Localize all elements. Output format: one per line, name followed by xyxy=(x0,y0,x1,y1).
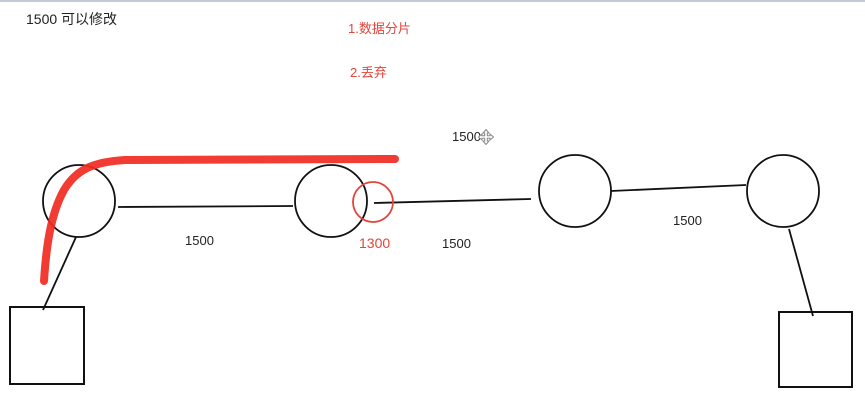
link-2-reduced-mtu-label: 1300 xyxy=(359,235,391,251)
link-1-mtu-label: 1500 xyxy=(185,233,214,248)
interface-highlight-circle xyxy=(352,181,394,223)
router-node-2 xyxy=(294,164,368,238)
path-highlight-stroke xyxy=(40,155,399,285)
connector-left xyxy=(42,236,77,311)
host-box-right xyxy=(778,311,853,388)
router-node-1 xyxy=(42,164,116,238)
link-2-mtu-label: 1500 xyxy=(442,236,471,251)
link-3 xyxy=(610,184,747,192)
link-1 xyxy=(117,205,294,208)
host-box-left xyxy=(9,306,85,385)
annotation-discard: 2.丢弃 xyxy=(350,65,387,80)
link-2 xyxy=(373,198,532,204)
mtu-note: 1500 可以修改 xyxy=(26,11,118,27)
mtu-label-top: 1500 xyxy=(452,129,481,144)
router-node-4 xyxy=(746,154,820,228)
link-3-mtu-label: 1500 xyxy=(673,213,702,228)
router-node-3 xyxy=(538,154,612,228)
connector-right xyxy=(788,228,814,317)
window-top-border xyxy=(0,0,865,2)
annotation-fragmentation: 1.数据分片 xyxy=(348,21,411,36)
move-cursor-icon xyxy=(478,129,494,145)
